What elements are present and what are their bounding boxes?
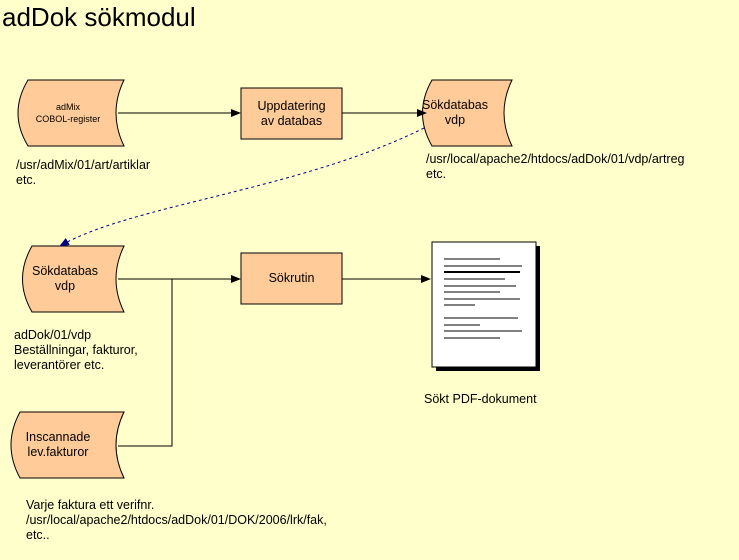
vdp-bottom-description: adDok/01/vdp Beställningar, fakturor, le… — [14, 328, 138, 373]
search-db-top-line1: Sökdatabas — [421, 98, 489, 112]
admix-register-line1: adMix — [55, 102, 80, 112]
admix-register-label: adMix COBOL-register — [20, 88, 116, 138]
vdp-top-path-annotation: /usr/local/apache2/htdocs/adDok/01/vdp/a… — [426, 152, 685, 182]
search-db-bottom-line2: vdp — [54, 279, 76, 293]
search-routine-text: Sökrutin — [268, 271, 315, 285]
pdf-document-caption: Sökt PDF-dokument — [424, 392, 537, 406]
search-db-top-line2: vdp — [444, 113, 466, 127]
admix-register-line2: COBOL-register — [35, 114, 101, 124]
scan-desc-line1: Varje faktura ett verifnr. — [26, 498, 155, 512]
search-db-top-label: Sökdatabas vdp — [420, 88, 490, 138]
admix-path-line2: etc. — [16, 173, 37, 187]
scanned-invoices-label: Inscannade lev.fakturor — [8, 420, 108, 470]
scanned-invoices-line2: lev.fakturor — [27, 445, 89, 459]
admix-path-annotation: /usr/adMix/01/art/artiklar etc. — [16, 158, 150, 188]
scan-description: Varje faktura ett verifnr. /usr/local/ap… — [26, 498, 327, 543]
admix-path-line1: /usr/adMix/01/art/artiklar — [16, 158, 151, 172]
dashed-arrow-top-db-to-bottom-db — [59, 127, 425, 247]
scanned-invoices-node — [10, 411, 125, 479]
vdp-bottom-desc-line3: leverantörer etc. — [14, 358, 105, 372]
update-db-node — [240, 87, 343, 140]
update-db-line2: av databas — [260, 113, 323, 128]
line-scanned-invoices-join — [118, 279, 173, 447]
update-db-label: Uppdatering av databas — [241, 88, 342, 139]
vdp-bottom-desc-line2: Beställningar, fakturor, — [14, 343, 138, 357]
scan-desc-line3: etc.. — [26, 528, 50, 542]
page-title: adDok sökmodul — [2, 2, 196, 32]
admix-register-node — [17, 79, 125, 147]
vdp-top-path-line1: /usr/local/apache2/htdocs/adDok/01/vdp/a… — [426, 152, 685, 166]
search-routine-node — [240, 252, 343, 305]
vdp-bottom-desc-line1: adDok/01/vdp — [14, 328, 92, 342]
vdp-top-path-line2: etc. — [426, 167, 447, 181]
search-routine-label: Sökrutin — [241, 253, 342, 304]
pdf-document-icon — [431, 241, 540, 371]
update-db-line1: Uppdatering — [257, 98, 326, 113]
scan-desc-line2: /usr/local/apache2/htdocs/adDok/01/DOK/2… — [26, 513, 327, 527]
search-db-top-node — [422, 79, 513, 147]
search-db-bottom-line1: Sökdatabas — [31, 264, 99, 278]
scanned-invoices-line1: Inscannade — [25, 430, 91, 444]
search-db-bottom-label: Sökdatabas vdp — [20, 254, 110, 304]
search-db-bottom-node — [22, 245, 125, 313]
